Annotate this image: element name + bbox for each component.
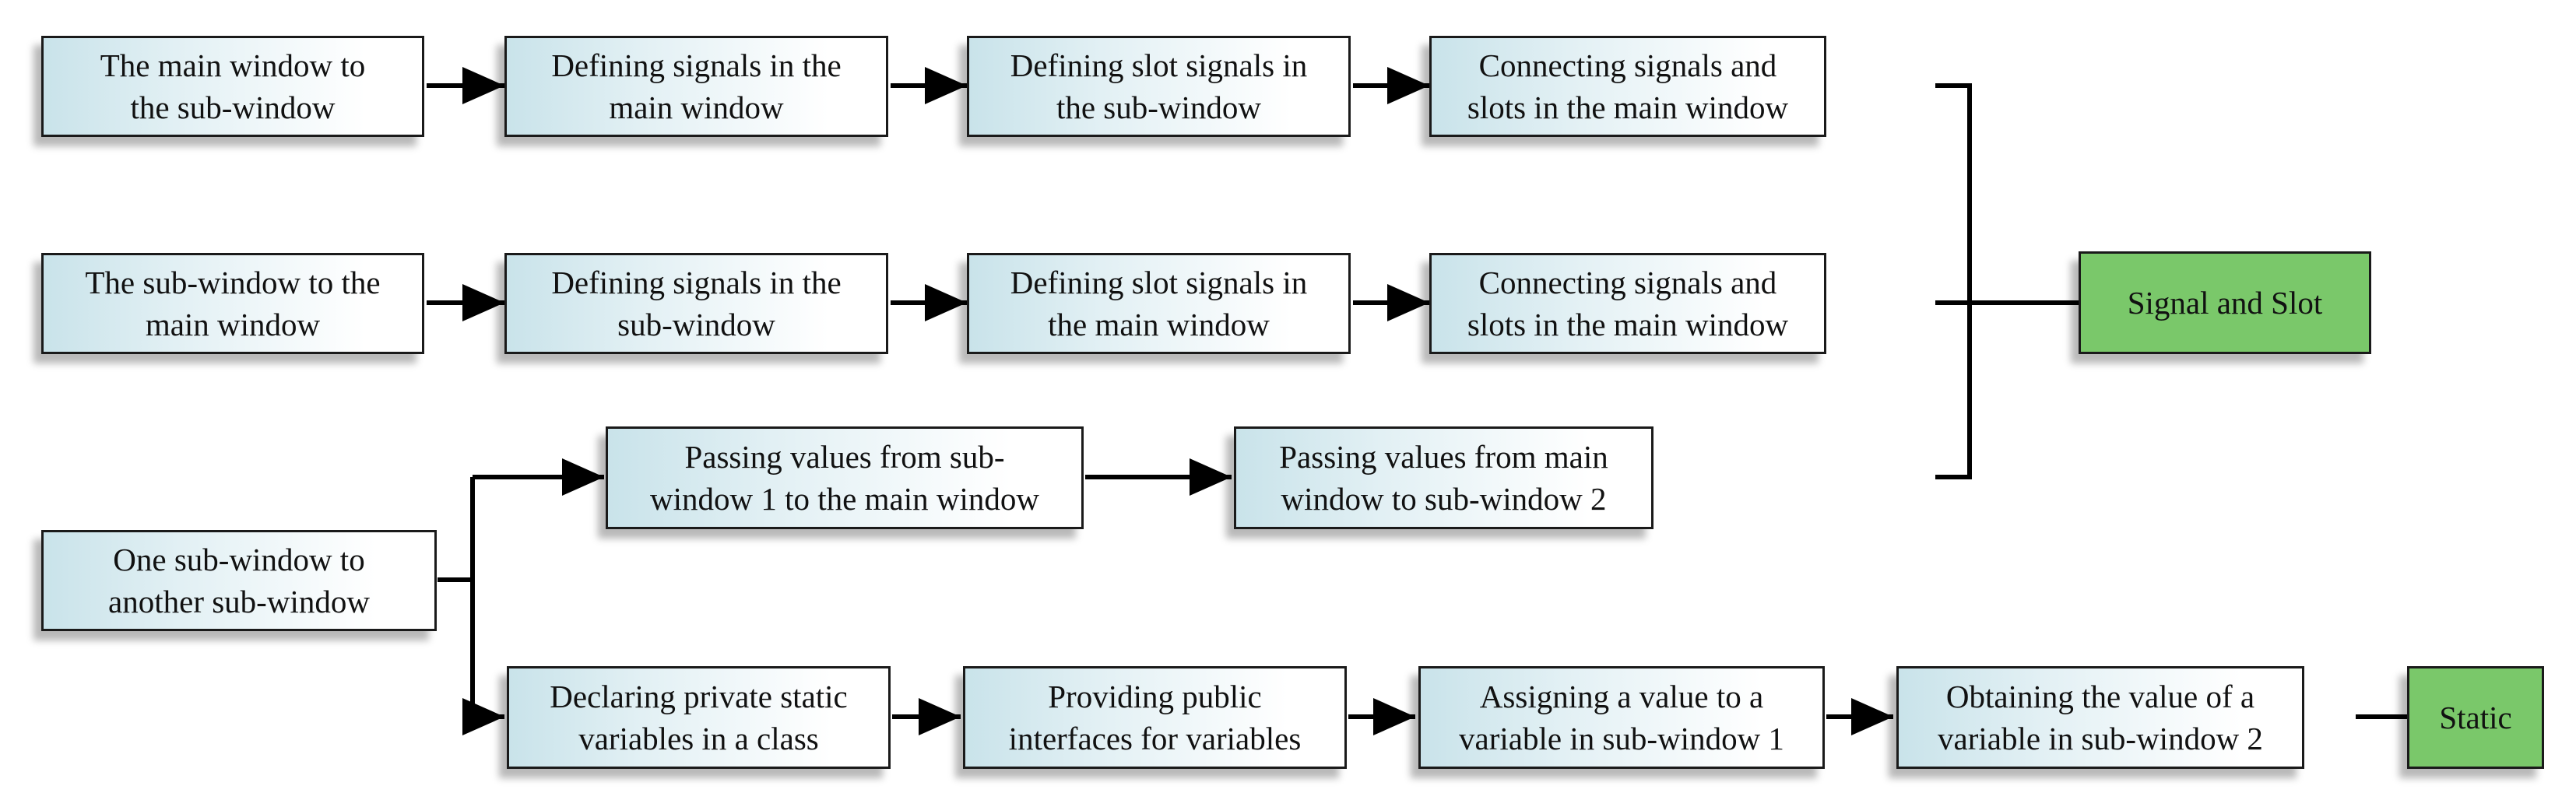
row2-step1-box: Defining signals in the sub-window (504, 253, 888, 354)
row3-upper-step1-label: Passing values from sub- window 1 to the… (650, 439, 1039, 517)
row1-start-box: The main window to the sub-window (41, 36, 424, 137)
row1-step1-box: Defining signals in the main window (504, 36, 888, 137)
row2-step3-label: Connecting signals and slots in the main… (1467, 265, 1789, 342)
row3-lower-step4-box: Obtaining the value of a variable in sub… (1896, 666, 2304, 769)
row1-step3-box: Connecting signals and slots in the main… (1429, 36, 1826, 137)
row1-step3-label: Connecting signals and slots in the main… (1467, 47, 1789, 125)
row1-start-label: The main window to the sub-window (100, 47, 366, 125)
row3-upper-step2-label: Passing values from main window to sub-w… (1279, 439, 1608, 517)
row3-upper-step2-box: Passing values from main window to sub-w… (1234, 426, 1653, 529)
row2-start-label: The sub-window to the main window (85, 265, 381, 342)
row1-step2-label: Defining slot signals in the sub-window (1010, 47, 1308, 125)
signal-slot-box: Signal and Slot (2079, 251, 2371, 354)
row2-step2-box: Defining slot signals in the main window (967, 253, 1351, 354)
signal-slot-label: Signal and Slot (2127, 285, 2323, 321)
signal-slot-bracket (1935, 83, 1972, 479)
static-box: Static (2407, 666, 2544, 769)
row1-step2-box: Defining slot signals in the sub-window (967, 36, 1351, 137)
row3-lower-step4-label: Obtaining the value of a variable in sub… (1938, 679, 2263, 756)
row3-lower-step3-box: Assigning a value to a variable in sub-w… (1418, 666, 1825, 769)
row2-step3-box: Connecting signals and slots in the main… (1429, 253, 1826, 354)
row3-upper-step1-box: Passing values from sub- window 1 to the… (606, 426, 1084, 529)
row2-step2-label: Defining slot signals in the main window (1010, 265, 1308, 342)
row1-step1-label: Defining signals in the main window (551, 47, 842, 125)
row3-lower-step2-box: Providing public interfaces for variable… (963, 666, 1347, 769)
row3-lower-step1-box: Declaring private static variables in a … (507, 666, 891, 769)
row3-start-label: One sub-window to another sub-window (108, 542, 370, 619)
static-label: Static (2439, 700, 2512, 735)
row3-start-box: One sub-window to another sub-window (41, 530, 437, 631)
row3-lower-step2-label: Providing public interfaces for variable… (1008, 679, 1302, 756)
row3-lower-step3-label: Assigning a value to a variable in sub-w… (1459, 679, 1784, 756)
row3-lower-step1-label: Declaring private static variables in a … (550, 679, 848, 756)
row2-start-box: The sub-window to the main window (41, 253, 424, 354)
row2-step1-label: Defining signals in the sub-window (551, 265, 842, 342)
